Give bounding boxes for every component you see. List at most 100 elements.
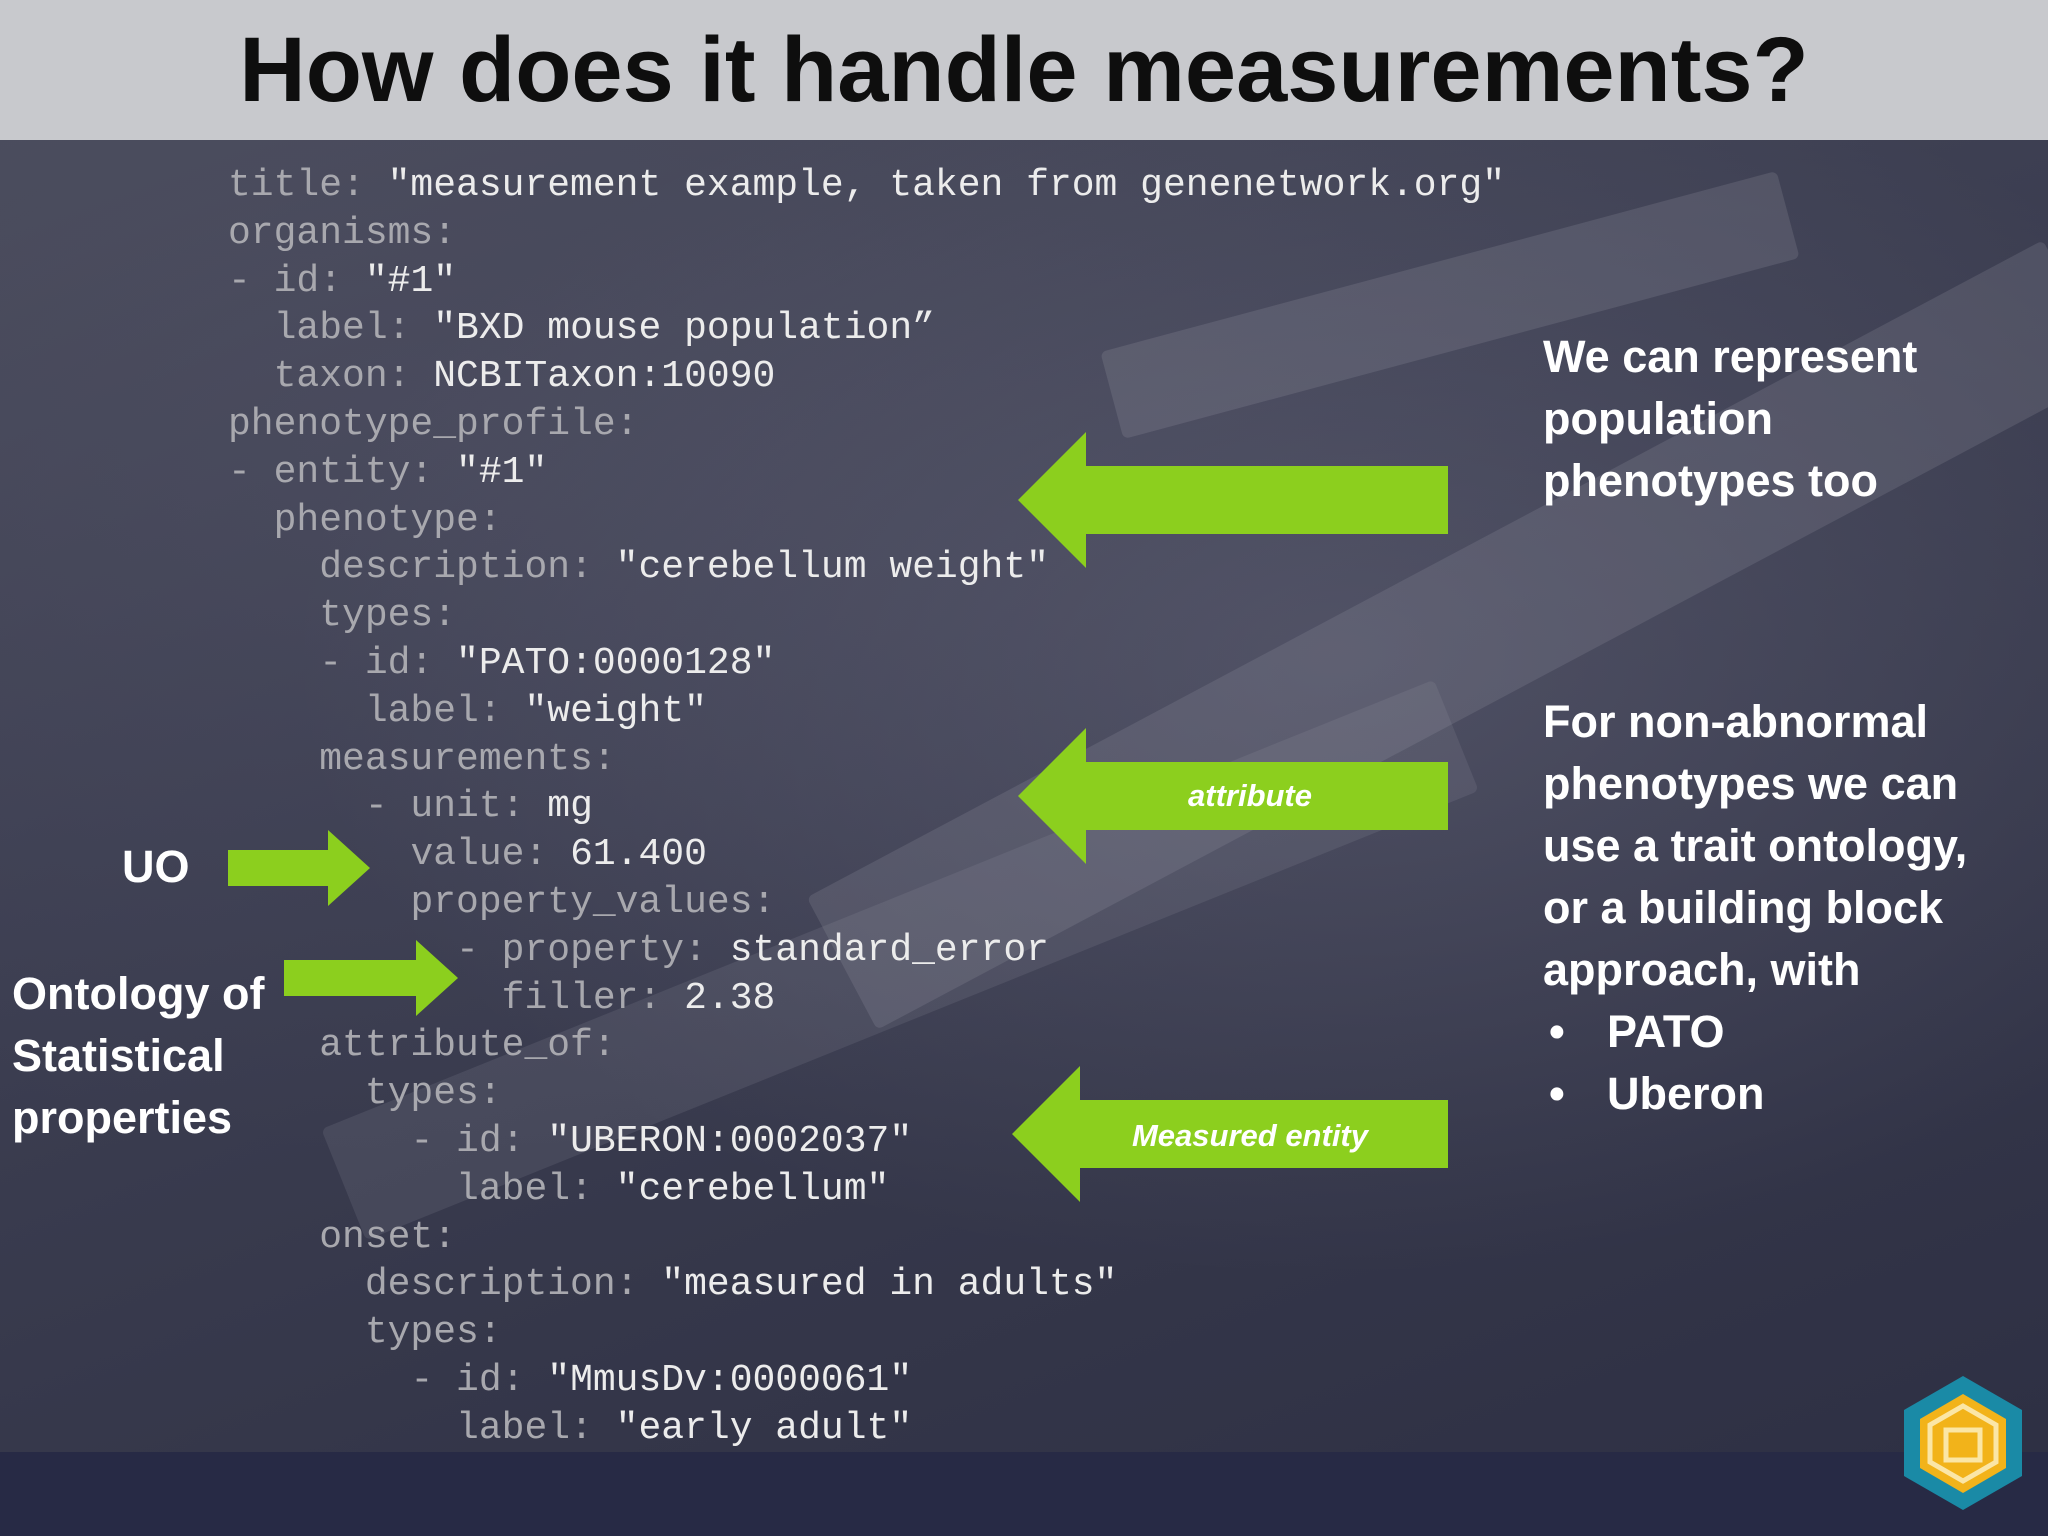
trait-note-line: approach, with xyxy=(1543,944,1861,995)
bullet-item-uberon: Uberon xyxy=(1543,1063,1967,1125)
stats-label-line: properties xyxy=(12,1092,233,1143)
trait-note-line: use a trait ontology, xyxy=(1543,820,1968,871)
cube-logo-icon xyxy=(1904,1376,2022,1510)
trait-note-line: phenotypes we can xyxy=(1543,758,1959,809)
code-line: title: "measurement example, taken from … xyxy=(228,162,1505,210)
code-line: types: xyxy=(228,1070,1505,1118)
code-key: value: xyxy=(410,833,548,877)
code-line: taxon: NCBITaxon:10090 xyxy=(228,353,1505,401)
code-key: onset: xyxy=(319,1215,457,1259)
code-key: measurements: xyxy=(319,737,616,781)
slide-header: How does it handle measurements? xyxy=(0,0,2048,140)
arrow-left-attribute-icon xyxy=(1018,728,1448,864)
stats-label-line: Ontology of xyxy=(12,968,265,1019)
code-key: phenotype: xyxy=(273,498,502,542)
code-key: label: xyxy=(456,1167,593,1211)
code-value: mg xyxy=(524,785,593,829)
arrow-right-stats-icon xyxy=(284,940,458,1016)
code-value: "PATO:0000128" xyxy=(433,641,776,685)
code-key: description: xyxy=(319,546,593,590)
code-line: - id: "PATO:0000128" xyxy=(228,640,1505,688)
code-line: types: xyxy=(228,1309,1505,1357)
arrow-left-measured-entity-icon xyxy=(1012,1066,1448,1202)
code-line: label: "cerebellum" xyxy=(228,1166,1505,1214)
code-value: "MmusDv:0000061" xyxy=(524,1358,913,1402)
code-key: types: xyxy=(364,1072,502,1116)
code-line: types: xyxy=(228,592,1505,640)
code-value: "cerebellum" xyxy=(592,1167,890,1211)
code-line: measurements: xyxy=(228,736,1505,784)
code-value: 2.38 xyxy=(661,976,776,1020)
code-key: types: xyxy=(319,594,457,638)
code-line: attribute_of: xyxy=(228,1022,1505,1070)
code-line: label: "BXD mouse population” xyxy=(228,305,1505,353)
population-note: We can represent population phenotypes t… xyxy=(1543,326,1917,512)
code-key: label: xyxy=(456,1406,593,1450)
arrow-left-population-icon xyxy=(1018,432,1448,568)
stats-ontology-label: Ontology of Statistical properties xyxy=(12,963,264,1149)
code-key: - entity: xyxy=(228,450,434,494)
code-value: 61.400 xyxy=(547,833,707,877)
arrow-right-uo-icon xyxy=(228,830,370,906)
code-value: "#1" xyxy=(342,259,457,303)
code-line: - property: standard_error xyxy=(228,927,1505,975)
code-key: phenotype_profile: xyxy=(228,402,639,446)
code-line: - unit: mg xyxy=(228,783,1505,831)
population-note-line: population xyxy=(1543,393,1773,444)
trait-note-line: or a building block xyxy=(1543,882,1944,933)
code-value: "early adult" xyxy=(592,1406,913,1450)
code-key: types: xyxy=(364,1311,502,1355)
code-line: label: "weight" xyxy=(228,688,1505,736)
code-key: - property: xyxy=(456,928,707,972)
code-key: label: xyxy=(364,689,502,733)
code-line: description: "cerebellum weight" xyxy=(228,544,1505,592)
attribute-arrow-label: attribute xyxy=(1188,778,1312,813)
code-key: - id: xyxy=(319,641,434,685)
code-line: organisms: xyxy=(228,210,1505,258)
code-key: description: xyxy=(364,1263,639,1307)
code-line: phenotype_profile: xyxy=(228,401,1505,449)
bullet-item-pato: PATO xyxy=(1543,1001,1967,1063)
code-key: - unit: xyxy=(364,785,525,829)
slide-title: How does it handle measurements? xyxy=(239,19,1809,121)
code-key: attribute_of: xyxy=(319,1024,616,1068)
trait-ontology-note: For non-abnormal phenotypes we can use a… xyxy=(1543,691,1967,1125)
code-key: property_values: xyxy=(410,880,776,924)
stats-label-line: Statistical xyxy=(12,1030,225,1081)
code-line: property_values: xyxy=(228,879,1505,927)
ontology-bullet-list: PATO Uberon xyxy=(1543,1001,1967,1125)
code-value: "#1" xyxy=(433,450,548,494)
code-value: "measured in adults" xyxy=(638,1263,1118,1307)
population-note-line: We can represent xyxy=(1543,331,1918,382)
code-value: standard_error xyxy=(706,928,1049,972)
code-key: label: xyxy=(273,307,411,351)
code-key: organisms: xyxy=(228,211,457,255)
code-value: NCBITaxon:10090 xyxy=(410,355,776,399)
code-line: description: "measured in adults" xyxy=(228,1261,1505,1309)
population-note-line: phenotypes too xyxy=(1543,455,1878,506)
code-line: label: "early adult" xyxy=(228,1405,1505,1453)
code-value: "weight" xyxy=(501,689,707,733)
yaml-code-block: title: "measurement example, taken from … xyxy=(228,162,1505,1453)
code-line: filler: 2.38 xyxy=(228,975,1505,1023)
uo-label: UO xyxy=(122,841,190,892)
measured-entity-arrow-label: Measured entity xyxy=(1131,1118,1368,1153)
code-key: taxon: xyxy=(273,355,411,399)
background-photo xyxy=(0,0,2048,1452)
code-line: - id: "UBERON:0002037" xyxy=(228,1118,1505,1166)
code-key: title: xyxy=(228,164,365,207)
code-line: - entity: "#1" xyxy=(228,449,1505,497)
trait-note-line: For non-abnormal xyxy=(1543,696,1928,747)
code-key: filler: xyxy=(501,976,662,1020)
code-value: "UBERON:0002037" xyxy=(524,1119,913,1163)
slide-footer xyxy=(0,1452,2048,1536)
code-key: - id: xyxy=(228,259,343,303)
code-value: "measurement example, taken from genenet… xyxy=(364,164,1506,207)
code-line: - id: "#1" xyxy=(228,258,1505,306)
code-value: "cerebellum weight" xyxy=(592,546,1049,590)
code-key: - id: xyxy=(410,1358,525,1402)
code-line: - id: "MmusDv:0000061" xyxy=(228,1357,1505,1405)
code-line: value: 61.400 xyxy=(228,831,1505,879)
code-line: onset: xyxy=(228,1214,1505,1262)
code-key: - id: xyxy=(410,1119,525,1163)
